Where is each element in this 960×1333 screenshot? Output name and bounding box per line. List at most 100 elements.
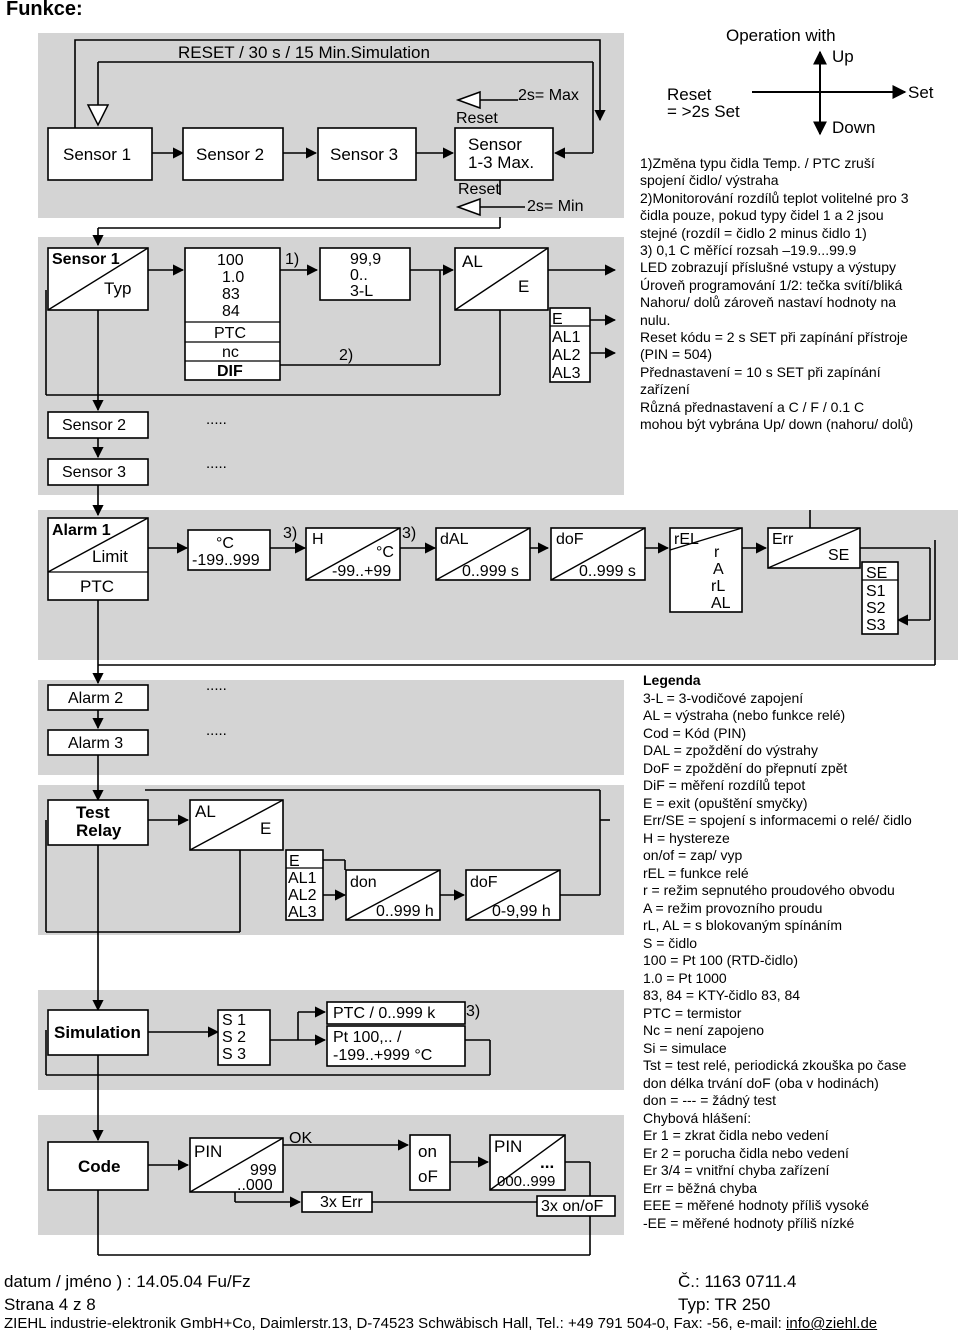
- onof3-label: 3x on/oF: [541, 1198, 603, 1215]
- sim-pt-box: [326, 1025, 466, 1067]
- legend-item: Cod = Kód (PIN): [643, 724, 747, 741]
- operation-reset: Reset: [667, 85, 712, 104]
- rel-a: A: [713, 561, 724, 578]
- alarm1-title: Alarm 1: [52, 522, 111, 539]
- sim-s3: S 3: [222, 1046, 246, 1063]
- onof3-box: [536, 1195, 616, 1217]
- range-3l: 3-L: [350, 283, 373, 300]
- legend-item: DoF = zpoždění do přepnutí zpět: [643, 759, 848, 776]
- test-sub-al2: AL2: [288, 887, 317, 904]
- legend-title: Legenda: [643, 672, 701, 688]
- test-relay-box: [47, 799, 149, 846]
- legend-item: PTC = termistor: [643, 1004, 742, 1021]
- sensor2-typ-label: Sensor 2: [62, 417, 126, 434]
- operation-cross: Operation with Up Down Set Reset = >2s S…: [667, 26, 934, 137]
- note-line: 2)Monitorování rozdílů teplot volitelné …: [640, 189, 909, 206]
- limit-label: Limit: [92, 547, 128, 566]
- test-dof-label: doF: [470, 874, 498, 891]
- reset-bar-label: RESET / 30 s / 15 Min.Simulation: [178, 43, 430, 62]
- sensor1-box: [47, 127, 153, 181]
- sim-ptc-box: [326, 1001, 466, 1025]
- limit-range-box: [187, 529, 271, 571]
- note-line: 3) 0,1 C měřící rozsah –19.9...99.9: [640, 242, 857, 259]
- test-dof-range: 0-9,99 h: [492, 903, 551, 920]
- sensor2-box: [182, 127, 284, 181]
- sim-pt-label-2: -199..+999 °C: [333, 1047, 432, 1064]
- h-range: -99..+99: [332, 563, 391, 580]
- legend-item: 3-L = 3-vodičové zapojení: [643, 689, 804, 706]
- alarm1-box: [47, 517, 149, 601]
- don-range: 0..999 h: [376, 903, 434, 920]
- email-link[interactable]: info@ziehl.de: [786, 1315, 878, 1332]
- code-label: Code: [78, 1157, 121, 1176]
- legend-item: H = hystereze: [643, 829, 730, 846]
- reset-upper-label: Reset: [456, 110, 498, 127]
- pin-range-1: 999: [250, 1162, 277, 1179]
- sensor3-typ-box: [47, 458, 149, 486]
- type-ptc: PTC: [214, 325, 246, 342]
- legend-item: rEL = funkce relé: [643, 864, 749, 881]
- legend-item: E = exit (opuštění smyčky): [643, 794, 808, 811]
- sim-s2: S 2: [222, 1029, 246, 1046]
- on-label: on: [418, 1142, 437, 1161]
- operation-reset-2: = >2s Set: [667, 102, 740, 121]
- sim-pt-label-1: Pt 100,.. /: [333, 1029, 402, 1046]
- type-100: 100: [217, 252, 244, 269]
- test-e-label: E: [260, 819, 271, 838]
- err3-label: 3x Err: [320, 1194, 363, 1211]
- typ-label: Typ: [104, 279, 131, 298]
- ref-3-b: 3): [402, 525, 416, 542]
- legend-item: rL, AL = s blokovaným spínáním: [643, 917, 843, 933]
- ref-3-a: 3): [283, 525, 297, 542]
- legend-item: 1.0 = Pt 1000: [643, 969, 727, 986]
- sensor3-typ-label: Sensor 3: [62, 464, 126, 481]
- note-line: Reset kódu = 2 s SET při zapínání přístr…: [640, 329, 908, 346]
- operation-set: Set: [908, 83, 934, 102]
- legend-block: Legenda 3-L = 3-vodičové zapojení AL = v…: [643, 672, 958, 1232]
- rel-box: [669, 527, 743, 613]
- note-line: (PIN = 504): [640, 346, 712, 363]
- h-label: H: [312, 531, 324, 548]
- on-off-box: [409, 1134, 451, 1191]
- legend-item: -EE = měřené hodnoty příliš nízké: [643, 1214, 855, 1231]
- sensor-max-label: Sensor: [468, 135, 522, 154]
- note-line: Přednastavení = 10 s SET při zapínání: [640, 363, 881, 380]
- legend-item: 100 = Pt 100 (RTD-čidlo): [643, 952, 798, 968]
- legend-item: Err/SE = spojení s informacemi o relé/ č…: [643, 812, 912, 828]
- notes-block: 1)Změna typu čidla Temp. / PTC zruší spo…: [640, 155, 945, 434]
- note-line: nulu.: [640, 311, 671, 328]
- alarm3-box: [47, 729, 149, 756]
- sim-s1: S 1: [222, 1012, 246, 1029]
- test-al-label: AL: [195, 802, 216, 821]
- sensor2-label: Sensor 2: [196, 145, 264, 164]
- legend-item: DiF = měření rozdílů tepot: [643, 777, 806, 793]
- note-line: mohou být vybrána Up/ down (nahoru/ dolů…: [640, 416, 914, 433]
- sub-al1: AL1: [552, 329, 581, 346]
- se-options-box: [861, 561, 899, 635]
- test-sub-al1: AL1: [288, 870, 317, 887]
- ok-label: OK: [289, 1130, 312, 1147]
- min-label: 2s= Min: [527, 198, 583, 215]
- ref-1: 1): [285, 251, 299, 268]
- pin-label: PIN: [194, 1142, 222, 1161]
- type-84: 84: [222, 303, 240, 320]
- max-label: 2s= Max: [518, 87, 579, 104]
- rel-rl: rL: [711, 578, 725, 595]
- ref-2: 2): [339, 347, 353, 364]
- sub-al2: AL2: [552, 347, 581, 364]
- legend-item: Err = běžná chyba: [643, 1179, 758, 1196]
- note-line: Úroveň programování 1/2: tečka svítí/bli…: [640, 276, 903, 293]
- legend-item: S = čidlo: [643, 934, 698, 951]
- al-output-box: [549, 307, 591, 383]
- legend-item: Er 2 = porucha čidla nebo vedení: [643, 1144, 849, 1161]
- footer-type: Typ: TR 250: [678, 1295, 771, 1314]
- dof-range: 0..999 s: [579, 563, 636, 580]
- h-unit: °C: [376, 544, 394, 561]
- se-opt-s3: S3: [866, 617, 886, 634]
- range-99-9: 99,9: [350, 251, 381, 268]
- alarm-ptc-label: PTC: [80, 577, 114, 596]
- type-nc: nc: [222, 344, 239, 361]
- rel-r: r: [714, 544, 720, 561]
- reset-lower-label: Reset: [458, 181, 500, 198]
